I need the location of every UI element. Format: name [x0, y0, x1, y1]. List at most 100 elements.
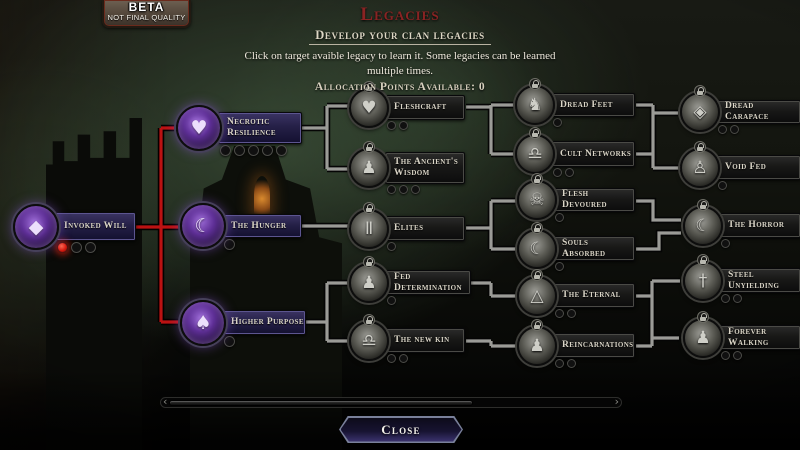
- allocation-points-text: Allocation Points Available: 0: [314, 81, 486, 94]
- legacy-node-ancients-wisdom[interactable]: The Ancient's Wisdom ♟: [349, 141, 465, 194]
- legacy-label: Elites: [394, 223, 424, 234]
- pip-empty: [553, 168, 562, 177]
- node-plate: Dread Carapace: [716, 100, 800, 124]
- devouring-beast-icon: ☠: [517, 173, 557, 220]
- legacy-node-elites[interactable]: Elites Ⅱ: [349, 201, 465, 251]
- pip-empty: [399, 121, 408, 130]
- legacy-label: Steel Unyielding: [728, 269, 780, 291]
- scroll-right-arrow[interactable]: ›: [614, 395, 619, 408]
- legacy-node-the-new-kin[interactable]: The new kin ♎: [349, 313, 465, 363]
- legacy-node-flesh-devoured[interactable]: Flesh Devoured ☠: [517, 173, 635, 222]
- allocation-pips: [224, 239, 235, 250]
- pip-empty: [85, 242, 96, 253]
- legacy-node-forever-walking[interactable]: Forever Walking ♟: [683, 310, 800, 360]
- legacy-node-dread-feet[interactable]: Dread Feet ♞: [515, 78, 635, 127]
- node-plate: Elites: [385, 216, 465, 241]
- node-plate: The Eternal: [553, 283, 635, 308]
- node-plate: Reincarnations: [553, 333, 635, 358]
- robed-figure-icon: ♟: [349, 141, 389, 188]
- pip-empty: [387, 121, 396, 130]
- allocation-pips: [555, 262, 564, 271]
- node-plate: The new kin: [385, 328, 465, 353]
- node-plate: Fleshcraft: [385, 95, 465, 120]
- pip-empty: [730, 125, 739, 134]
- pip-empty: [224, 239, 235, 250]
- node-plate: The Ancient's Wisdom: [385, 152, 465, 184]
- wanderer-icon: ♟: [683, 310, 723, 358]
- pip-empty: [387, 242, 396, 251]
- legacy-node-necrotic-resilience[interactable]: Necrotic Resilience ♥: [176, 105, 302, 156]
- heart-cross-icon: ♥: [176, 105, 222, 151]
- starved-figure-icon: ♙: [680, 140, 720, 188]
- pip-empty: [248, 145, 259, 156]
- bat-icon: ☾: [683, 198, 723, 246]
- allocation-pips: [718, 125, 739, 134]
- close-button[interactable]: Close: [339, 416, 463, 443]
- legacy-node-dread-carapace[interactable]: Dread Carapace ◈: [680, 85, 800, 134]
- horizontal-scrollbar[interactable]: ‹ ›: [160, 395, 622, 408]
- pip-empty: [387, 296, 396, 305]
- roman-two-icon: Ⅱ: [349, 201, 389, 249]
- pip-empty: [276, 145, 287, 156]
- droplet-icon: △: [517, 268, 557, 316]
- legacy-node-void-fed[interactable]: Void Fed ♙: [680, 140, 800, 190]
- node-plate: Higher Purpose: [222, 310, 306, 335]
- lock-icon: [697, 253, 709, 266]
- legacy-node-steel-unyielding[interactable]: Steel Unyielding †: [683, 253, 800, 303]
- lock-icon: [363, 255, 375, 268]
- pip-empty: [71, 242, 82, 253]
- pip-empty: [721, 239, 730, 248]
- pip-empty: [387, 354, 396, 363]
- node-plate: Invoked Will: [55, 212, 136, 241]
- header: Legacies Develop your clan legacies Clic…: [0, 4, 800, 93]
- node-plate: Cult Networks: [551, 141, 635, 167]
- close-button-label: Close: [381, 421, 421, 437]
- allocation-pips: [721, 351, 742, 360]
- pip-empty: [567, 359, 576, 368]
- legacy-node-cult-networks[interactable]: Cult Networks ♎: [515, 127, 635, 177]
- crystal-claw-icon: ◆: [13, 203, 59, 250]
- allocation-pips: [224, 336, 235, 347]
- pip-empty: [567, 309, 576, 318]
- legacy-node-reincarnations[interactable]: Reincarnations ♟: [517, 318, 635, 368]
- node-plate: The Horror: [719, 213, 800, 238]
- legacy-node-fed-determination[interactable]: Fed Determination ♟: [349, 255, 471, 305]
- hooded-figure-icon: ♟: [517, 318, 557, 366]
- scroll-left-arrow[interactable]: ‹: [163, 395, 168, 408]
- legacy-label: The Horror: [728, 220, 785, 231]
- node-plate: Souls Absorbed: [553, 236, 635, 261]
- lock-icon: [531, 268, 543, 281]
- allocation-pips: [555, 213, 564, 222]
- legacy-node-invoked-will[interactable]: Invoked Will ◆: [13, 203, 136, 253]
- legacy-node-souls-absorbed[interactable]: Souls Absorbed ☾: [517, 221, 635, 271]
- allocation-pips: [553, 168, 574, 177]
- scales-icon: ♎: [515, 127, 555, 174]
- legacy-label: Void Fed: [725, 162, 767, 173]
- legacy-label: Invoked Will: [64, 221, 127, 232]
- pip-empty: [555, 359, 564, 368]
- legacy-node-fleshcraft[interactable]: Fleshcraft ♥: [349, 80, 465, 130]
- pip-empty: [555, 213, 564, 222]
- legacy-node-the-hunger[interactable]: The Hunger ☾: [180, 203, 302, 250]
- allocation-pips: [555, 309, 576, 318]
- legacy-label: The Eternal: [562, 290, 621, 301]
- node-plate: Void Fed: [716, 155, 800, 180]
- pip-empty: [262, 145, 273, 156]
- legacy-node-higher-purpose[interactable]: Higher Purpose ♠: [180, 299, 306, 347]
- legacy-label: Dread Feet: [560, 99, 613, 110]
- lock-icon: [531, 318, 543, 331]
- allocation-pips: [57, 242, 96, 253]
- lock-icon: [697, 310, 709, 323]
- beta-badge-title: BETA: [128, 0, 165, 14]
- lock-icon: [529, 127, 541, 139]
- legacy-label: Dread Carapace: [725, 101, 769, 122]
- pip-empty: [718, 125, 727, 134]
- scrollbar-thumb[interactable]: [169, 399, 473, 406]
- legacy-node-the-horror[interactable]: The Horror ☾: [683, 198, 800, 248]
- allocation-pips: [387, 242, 396, 251]
- instructions-line-1: Click on target avaible legacy to learn …: [244, 50, 556, 62]
- pip-empty: [555, 262, 564, 271]
- allocation-pips: [555, 359, 576, 368]
- pip-empty: [565, 168, 574, 177]
- legacy-node-the-eternal[interactable]: The Eternal △: [517, 268, 635, 318]
